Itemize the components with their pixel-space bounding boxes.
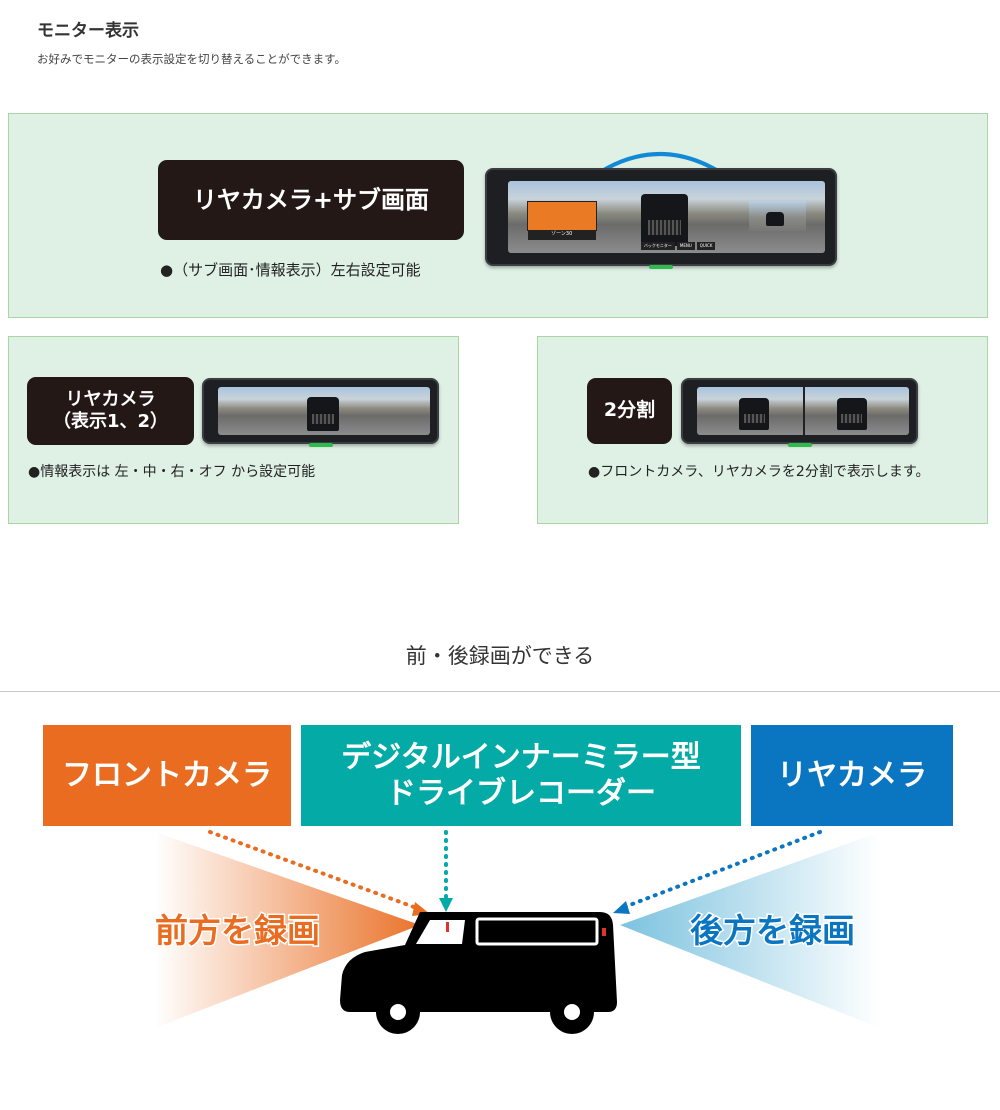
section-heading: 前・後録画ができる bbox=[405, 644, 595, 668]
front-record-caption: 前方を録画 bbox=[155, 911, 320, 950]
quick-button: QUICK bbox=[696, 241, 716, 250]
mirror-monitor-image bbox=[681, 378, 918, 447]
mode-label-line2: （表示1、2） bbox=[52, 411, 169, 432]
mirror-monitor-image: ゾーン30 バックモニター MENU QUICK bbox=[485, 168, 837, 269]
front-camera-box: フロントカメラ bbox=[43, 725, 291, 826]
recorder-line2: ドライブレコーダー bbox=[386, 775, 656, 811]
mirror-monitor-image bbox=[202, 378, 439, 447]
page-title: モニター表示 bbox=[37, 21, 139, 41]
recorder-box: デジタルインナーミラー型 ドライブレコーダー bbox=[301, 725, 741, 826]
mode-note: ●フロントカメラ、リヤカメラを2分割で表示します。 bbox=[588, 464, 930, 480]
rear-dotted-arrow bbox=[620, 830, 822, 910]
recording-diagram: 前方を録画 後方を録画 bbox=[154, 830, 880, 1034]
rear-camera-box: リヤカメラ bbox=[751, 725, 953, 826]
menu-button: MENU bbox=[676, 241, 695, 250]
back-monitor-button: バックモニター bbox=[640, 241, 675, 250]
page-description: お好みでモニターの表示設定を切り替えることができます。 bbox=[37, 52, 347, 66]
zone-sign-label: ゾーン30 bbox=[527, 230, 596, 241]
recorder-line1: デジタルインナーミラー型 bbox=[341, 739, 701, 775]
mode-label-line1: リヤカメラ bbox=[65, 388, 156, 410]
mode-label: リヤカメラ+サブ画面 bbox=[158, 160, 464, 240]
front-view-cone bbox=[155, 832, 420, 1028]
mode-note: ●情報表示は 左・中・右・オフ から設定可能 bbox=[28, 464, 316, 480]
rear-view-cone bbox=[620, 832, 880, 1028]
divider bbox=[0, 691, 1000, 692]
rear-record-caption: 後方を録画 bbox=[690, 911, 855, 950]
minivan-icon bbox=[340, 912, 617, 1034]
zone-sign-overlay: ゾーン30 bbox=[526, 201, 597, 241]
mode-label: リヤカメラ （表示1、2） bbox=[27, 377, 194, 445]
mode-note: ●（サブ画面･情報表示）左右設定可能 bbox=[160, 261, 421, 279]
front-dotted-arrow bbox=[208, 830, 424, 912]
mode-label: 2分割 bbox=[587, 378, 672, 444]
sub-screen-overlay bbox=[748, 201, 806, 232]
